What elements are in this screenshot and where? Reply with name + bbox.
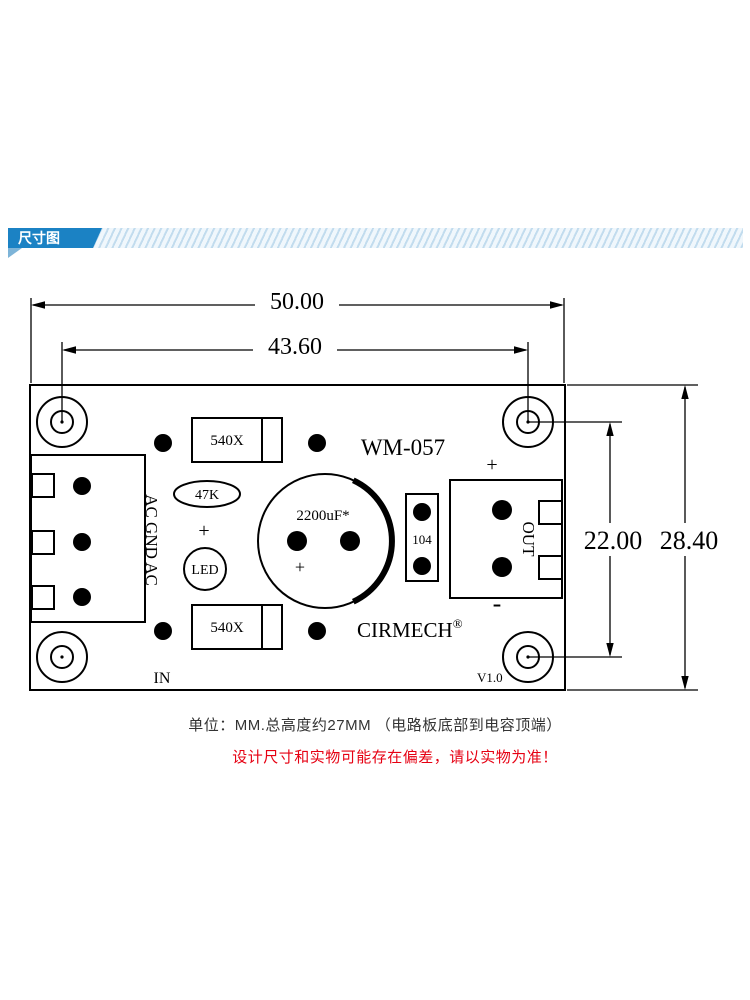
solder-pad — [413, 503, 431, 521]
solder-pad — [73, 533, 91, 551]
disclaimer-note: 设计尺寸和实物可能存在偏差，请以实物为准！ — [232, 749, 558, 766]
terminal-slot — [31, 585, 55, 610]
solder-pad — [308, 622, 326, 640]
brand-reg-mark: ® — [453, 616, 463, 631]
terminal-slot — [31, 530, 55, 555]
dimension-arrow-icon — [550, 301, 564, 309]
diode-bottom-band — [261, 604, 283, 650]
board-version: V1.0 — [477, 670, 503, 685]
solder-pad — [154, 622, 172, 640]
dimension-text-mask — [253, 334, 337, 360]
ribbon-label: 尺寸图 — [18, 230, 60, 246]
capacitor-label: 2200uF* — [296, 508, 349, 524]
terminal-slot — [31, 473, 55, 498]
solder-pad — [73, 477, 91, 495]
dimension-overall-height: 28.40 — [660, 526, 719, 555]
dimension-arrow-icon — [62, 346, 76, 354]
terminal-slot — [538, 555, 563, 580]
dimension-arrow-icon — [681, 385, 689, 399]
output-plus-mark: + — [486, 454, 497, 476]
dimension-text-mask — [652, 523, 726, 556]
solder-pad — [73, 588, 91, 606]
led-body — [183, 547, 227, 591]
dimension-text-mask — [255, 289, 339, 315]
dimension-arrow-icon — [681, 676, 689, 690]
diode-top-label: 540X — [210, 433, 244, 449]
diode-top-band — [261, 417, 283, 463]
output-terminal-block — [449, 479, 563, 599]
diode-bottom-label: 540X — [210, 620, 244, 636]
resistor-label: 47K — [195, 488, 219, 503]
solder-pad — [492, 557, 512, 577]
dimension-arrow-icon — [514, 346, 528, 354]
led-label: LED — [191, 563, 218, 578]
solder-pad — [308, 434, 326, 452]
dimension-text-mask — [576, 523, 650, 556]
led-polarity-plus: + — [198, 520, 209, 542]
dimension-arrow-icon — [31, 301, 45, 309]
output-caption: OUT — [519, 522, 538, 558]
solder-pad — [340, 531, 360, 551]
output-minus-mark: - — [493, 589, 502, 618]
resistor-body — [173, 480, 241, 508]
solder-pad — [492, 500, 512, 520]
diode-top-body — [191, 417, 263, 463]
capacitor-polarity-band — [352, 477, 395, 605]
section-ribbon: 尺寸图 — [8, 228, 743, 258]
dimension-hole-span-height: 22.00 — [584, 526, 643, 555]
brand-text: CIRMECH® — [357, 616, 463, 642]
board-model: WM-057 — [361, 435, 445, 460]
dimension-arrow-icon — [606, 422, 614, 436]
dimension-arrow-icon — [606, 643, 614, 657]
ribbon-fold-icon — [8, 248, 22, 258]
solder-pad — [413, 557, 431, 575]
dimension-overall-width: 50.00 — [270, 289, 324, 315]
input-terminal-labels: AC GND AC — [142, 494, 161, 586]
unit-note: 单位：MM.总高度约27MM （电路板底部到电容顶端） — [188, 717, 562, 734]
ribbon-tab: 尺寸图 — [8, 228, 102, 248]
ceramic-cap-label: 104 — [412, 532, 432, 547]
mounting-hole — [36, 631, 88, 683]
brand-name: CIRMECH — [357, 618, 453, 642]
ribbon-stripes — [8, 228, 743, 248]
solder-pad — [154, 434, 172, 452]
input-caption: IN — [154, 670, 171, 687]
dimension-hole-span-width: 43.60 — [268, 334, 322, 360]
solder-pad — [287, 531, 307, 551]
terminal-slot — [538, 500, 563, 525]
pcb-dimension-drawing: AC GND AC IN 540X 540X 47K + LED 2200uF*… — [29, 289, 726, 691]
capacitor-plus-mark: + — [295, 557, 305, 577]
